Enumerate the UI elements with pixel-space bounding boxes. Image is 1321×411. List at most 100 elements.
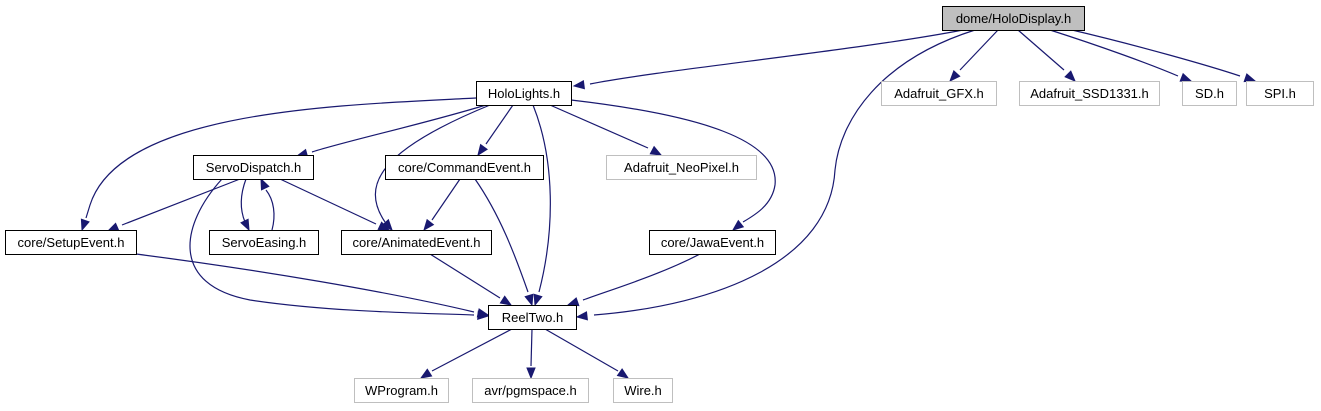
edge-animatedevent-to-reeltwo <box>429 253 513 306</box>
node-label: core/SetupEvent.h <box>18 235 125 250</box>
edge-line <box>1071 29 1241 77</box>
edge-line <box>311 104 487 153</box>
node-servodispatch[interactable]: ServoDispatch.h <box>193 155 314 180</box>
arrowhead-icon <box>616 368 630 379</box>
edge-hololights-to-jawaevent <box>570 99 776 231</box>
arrowhead-icon <box>477 143 488 157</box>
node-label: ServoEasing.h <box>222 235 307 250</box>
edge-servodispatch-to-setupevent <box>106 178 241 232</box>
edge-hololights-to-commandevent <box>477 104 514 157</box>
node-box <box>209 230 319 255</box>
edge-holodisplay-to-reeltwo <box>575 29 976 321</box>
node-label: dome/HoloDisplay.h <box>956 11 1071 26</box>
edge-line <box>279 178 377 225</box>
node-box <box>1246 81 1314 106</box>
arrowhead-icon <box>731 219 745 231</box>
node-adafruit_ssd1331: Adafruit_SSD1331.h <box>1019 81 1160 106</box>
node-box <box>649 230 776 255</box>
arrowhead-icon <box>575 311 588 321</box>
node-label: Adafruit_GFX.h <box>894 86 984 101</box>
node-label: SPI.h <box>1264 86 1296 101</box>
arrowhead-icon <box>566 297 580 307</box>
node-label: Adafruit_SSD1331.h <box>1030 86 1149 101</box>
node-reeltwo[interactable]: ReelTwo.h <box>488 305 577 330</box>
arrowhead-icon <box>240 218 250 232</box>
edge-servodispatch-to-servoeasing <box>240 178 250 232</box>
arrowhead-icon <box>572 80 585 90</box>
node-box <box>942 6 1085 31</box>
node-pgmspace: avr/pgmspace.h <box>472 378 589 403</box>
edge-line <box>431 328 513 372</box>
node-box <box>341 230 492 255</box>
node-label: Adafruit_NeoPixel.h <box>624 160 739 175</box>
edge-line <box>121 178 241 226</box>
edge-jawaevent-to-reeltwo <box>566 253 701 307</box>
arrowhead-icon <box>476 308 490 318</box>
arrowhead-icon <box>526 367 536 380</box>
edge-hololights-to-setupevent <box>80 97 477 232</box>
edge-reeltwo-to-pgmspace <box>526 328 536 380</box>
node-box <box>606 155 757 180</box>
node-box <box>385 155 544 180</box>
node-wire: Wire.h <box>613 378 673 403</box>
edge-setupevent-to-reeltwo <box>135 253 490 318</box>
node-label: core/AnimatedEvent.h <box>353 235 481 250</box>
edge-line <box>582 253 701 301</box>
edge-line <box>570 99 776 223</box>
node-box <box>472 378 589 403</box>
edge-line <box>1017 29 1065 71</box>
node-box <box>1182 81 1237 106</box>
node-label: ReelTwo.h <box>502 310 563 325</box>
node-servoeasing[interactable]: ServoEasing.h <box>209 230 319 255</box>
edge-line <box>530 328 533 367</box>
edge-line <box>265 189 275 231</box>
edge-hololights-to-adafruit_neopixel <box>549 104 663 156</box>
edge-line <box>532 104 551 293</box>
edge-servodispatch-to-animatedevent <box>279 178 391 231</box>
arrowhead-icon <box>1243 73 1257 83</box>
node-setupevent[interactable]: core/SetupEvent.h <box>5 230 137 255</box>
arrowhead-icon <box>949 70 961 82</box>
node-animatedevent[interactable]: core/AnimatedEvent.h <box>341 230 492 255</box>
node-box <box>193 155 314 180</box>
node-spi: SPI.h <box>1246 81 1314 106</box>
edge-reeltwo-to-wprogram <box>419 328 513 379</box>
edge-line <box>485 104 514 145</box>
arrowhead-icon <box>524 293 534 307</box>
node-box <box>881 81 997 106</box>
node-box <box>488 305 577 330</box>
edge-hololights-to-reeltwo <box>532 104 551 307</box>
node-label: SD.h <box>1195 86 1224 101</box>
node-holodisplay[interactable]: dome/HoloDisplay.h <box>942 6 1085 31</box>
node-jawaevent[interactable]: core/JawaEvent.h <box>649 230 776 255</box>
edge-layer <box>80 29 1257 380</box>
arrowhead-icon <box>106 222 120 232</box>
edge-commandevent-to-reeltwo <box>474 178 534 307</box>
node-label: HoloLights.h <box>488 86 560 101</box>
edge-commandevent-to-animatedevent <box>423 178 461 232</box>
edge-holodisplay-to-adafruit_ssd1331 <box>1017 29 1076 82</box>
node-box <box>1019 81 1160 106</box>
node-label: ServoDispatch.h <box>206 160 301 175</box>
edge-line <box>959 29 999 71</box>
node-hololights[interactable]: HoloLights.h <box>476 81 572 106</box>
node-adafruit_gfx: Adafruit_GFX.h <box>881 81 997 106</box>
edge-line <box>189 178 475 316</box>
node-label: Wire.h <box>624 383 662 398</box>
node-label: core/JawaEvent.h <box>661 235 764 250</box>
edge-holodisplay-to-spi <box>1071 29 1257 83</box>
edge-holodisplay-to-adafruit_gfx <box>949 29 999 82</box>
node-label: WProgram.h <box>365 383 438 398</box>
edge-line <box>544 328 619 372</box>
node-wprogram: WProgram.h <box>354 378 449 403</box>
arrowhead-icon <box>260 177 270 191</box>
node-sd: SD.h <box>1182 81 1237 106</box>
node-adafruit_neopixel: Adafruit_NeoPixel.h <box>606 155 757 180</box>
arrowhead-icon <box>499 295 513 306</box>
edge-line <box>589 29 964 85</box>
arrowhead-icon <box>377 221 391 231</box>
arrowhead-icon <box>1179 72 1193 82</box>
node-commandevent[interactable]: core/CommandEvent.h <box>385 155 544 180</box>
